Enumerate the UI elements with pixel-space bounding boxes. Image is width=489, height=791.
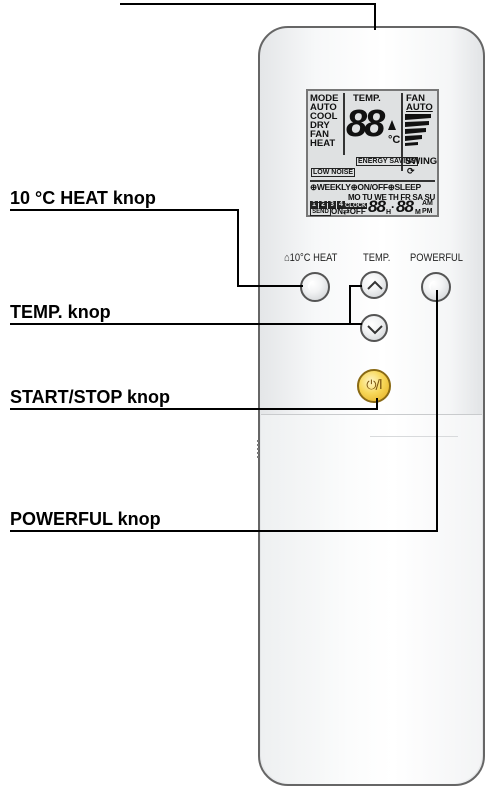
lcd-day-number: 3	[328, 201, 336, 209]
lcd-mode-dry: DRY	[310, 120, 330, 131]
lcd-mode-auto: AUTO	[310, 102, 337, 113]
lcd-fan-title: FAN	[406, 93, 425, 104]
swing-arrow-icon: ⟳	[407, 166, 415, 176]
house-icon: ⌂	[284, 252, 290, 264]
lcd-timer-modes: ⊕WEEKLY⊕ON/OFF⊕SLEEP	[310, 182, 421, 192]
heat10-button-label: ⌂10°C HEAT	[284, 252, 337, 264]
powerful-button-label: POWERFUL	[410, 252, 463, 264]
remote-cover-seam	[370, 436, 458, 437]
lcd-time-colon: ·	[391, 200, 395, 214]
temp-leader-line	[10, 285, 362, 325]
lcd-temp-title: TEMP.	[353, 93, 381, 104]
startstop-callout: START/STOP knop	[10, 387, 171, 407]
lcd-day-number: 1	[310, 201, 318, 209]
lcd-clock: CLOCK	[344, 203, 368, 209]
lcd-divider-mode	[343, 93, 345, 155]
lcd-divider-timer	[310, 180, 435, 182]
lcd-am: AM	[422, 200, 433, 207]
lcd-mode-heat: HEAT	[310, 138, 336, 149]
lcd-energy-saving: ENERGY SAVING	[356, 157, 418, 166]
lcd-swing: SWING	[405, 156, 438, 167]
send-arrow-icon: ▲	[317, 203, 324, 209]
heat10-leader-line	[10, 209, 303, 287]
lcd-divider-fan	[401, 93, 403, 171]
chevron-down-icon	[367, 325, 383, 335]
chevron-up-icon	[367, 280, 383, 290]
powerful-callout: POWERFUL knop	[10, 509, 161, 529]
lcd-mode-title: MODE	[310, 93, 339, 104]
temp-down-button[interactable]	[360, 314, 388, 342]
lcd-day-number: 2	[319, 201, 327, 209]
fan-speed-bars-icon	[405, 114, 431, 146]
lcd-mode-fan: FAN	[310, 129, 329, 140]
cover-hinge-mark	[257, 440, 259, 458]
lcd-time-minutes: 88	[396, 197, 414, 216]
lcd-temp-unit: °C	[388, 134, 401, 146]
heat10-callout: 10 °C HEAT knop	[10, 188, 156, 208]
lcd-temp-digits: 88	[346, 103, 385, 145]
lcd-low-noise: LOW NOISE	[311, 168, 356, 177]
lcd-mode-cool: COOL	[310, 111, 338, 122]
lcd-pm: PM	[422, 208, 433, 215]
power-icon: ⏻/I	[366, 378, 383, 393]
lcd-day-number: 4	[337, 201, 345, 209]
top-leader-line	[120, 3, 376, 30]
temp-button-label: TEMP.	[363, 252, 391, 264]
lcd-time-h: H	[386, 209, 392, 216]
lcd-days: MO TU WE TH FR SA SU	[348, 193, 436, 202]
lcd-send: SEND	[312, 209, 329, 215]
lcd-send-box: ▲ SEND	[310, 202, 331, 216]
remote-lower-cover	[261, 414, 482, 783]
powerful-leader-line	[10, 290, 438, 532]
start-stop-button[interactable]: ⏻/I	[357, 369, 391, 403]
lcd-on-off: ON⇄OFF	[331, 207, 366, 216]
lcd-fan-auto: AUTO	[406, 102, 433, 113]
startstop-leader-line	[10, 398, 378, 410]
lcd-time-m: M	[415, 209, 421, 216]
temp-callout: TEMP. knop	[10, 302, 111, 322]
lcd-display: MODE AUTO COOL DRY FAN HEAT TEMP. 88 °C …	[306, 89, 439, 217]
temp-up-button[interactable]	[360, 271, 388, 299]
heat10-label-text: 10°C HEAT	[289, 252, 338, 264]
lcd-time-hours: 88	[368, 197, 386, 216]
temp-up-indicator-icon	[388, 120, 396, 130]
